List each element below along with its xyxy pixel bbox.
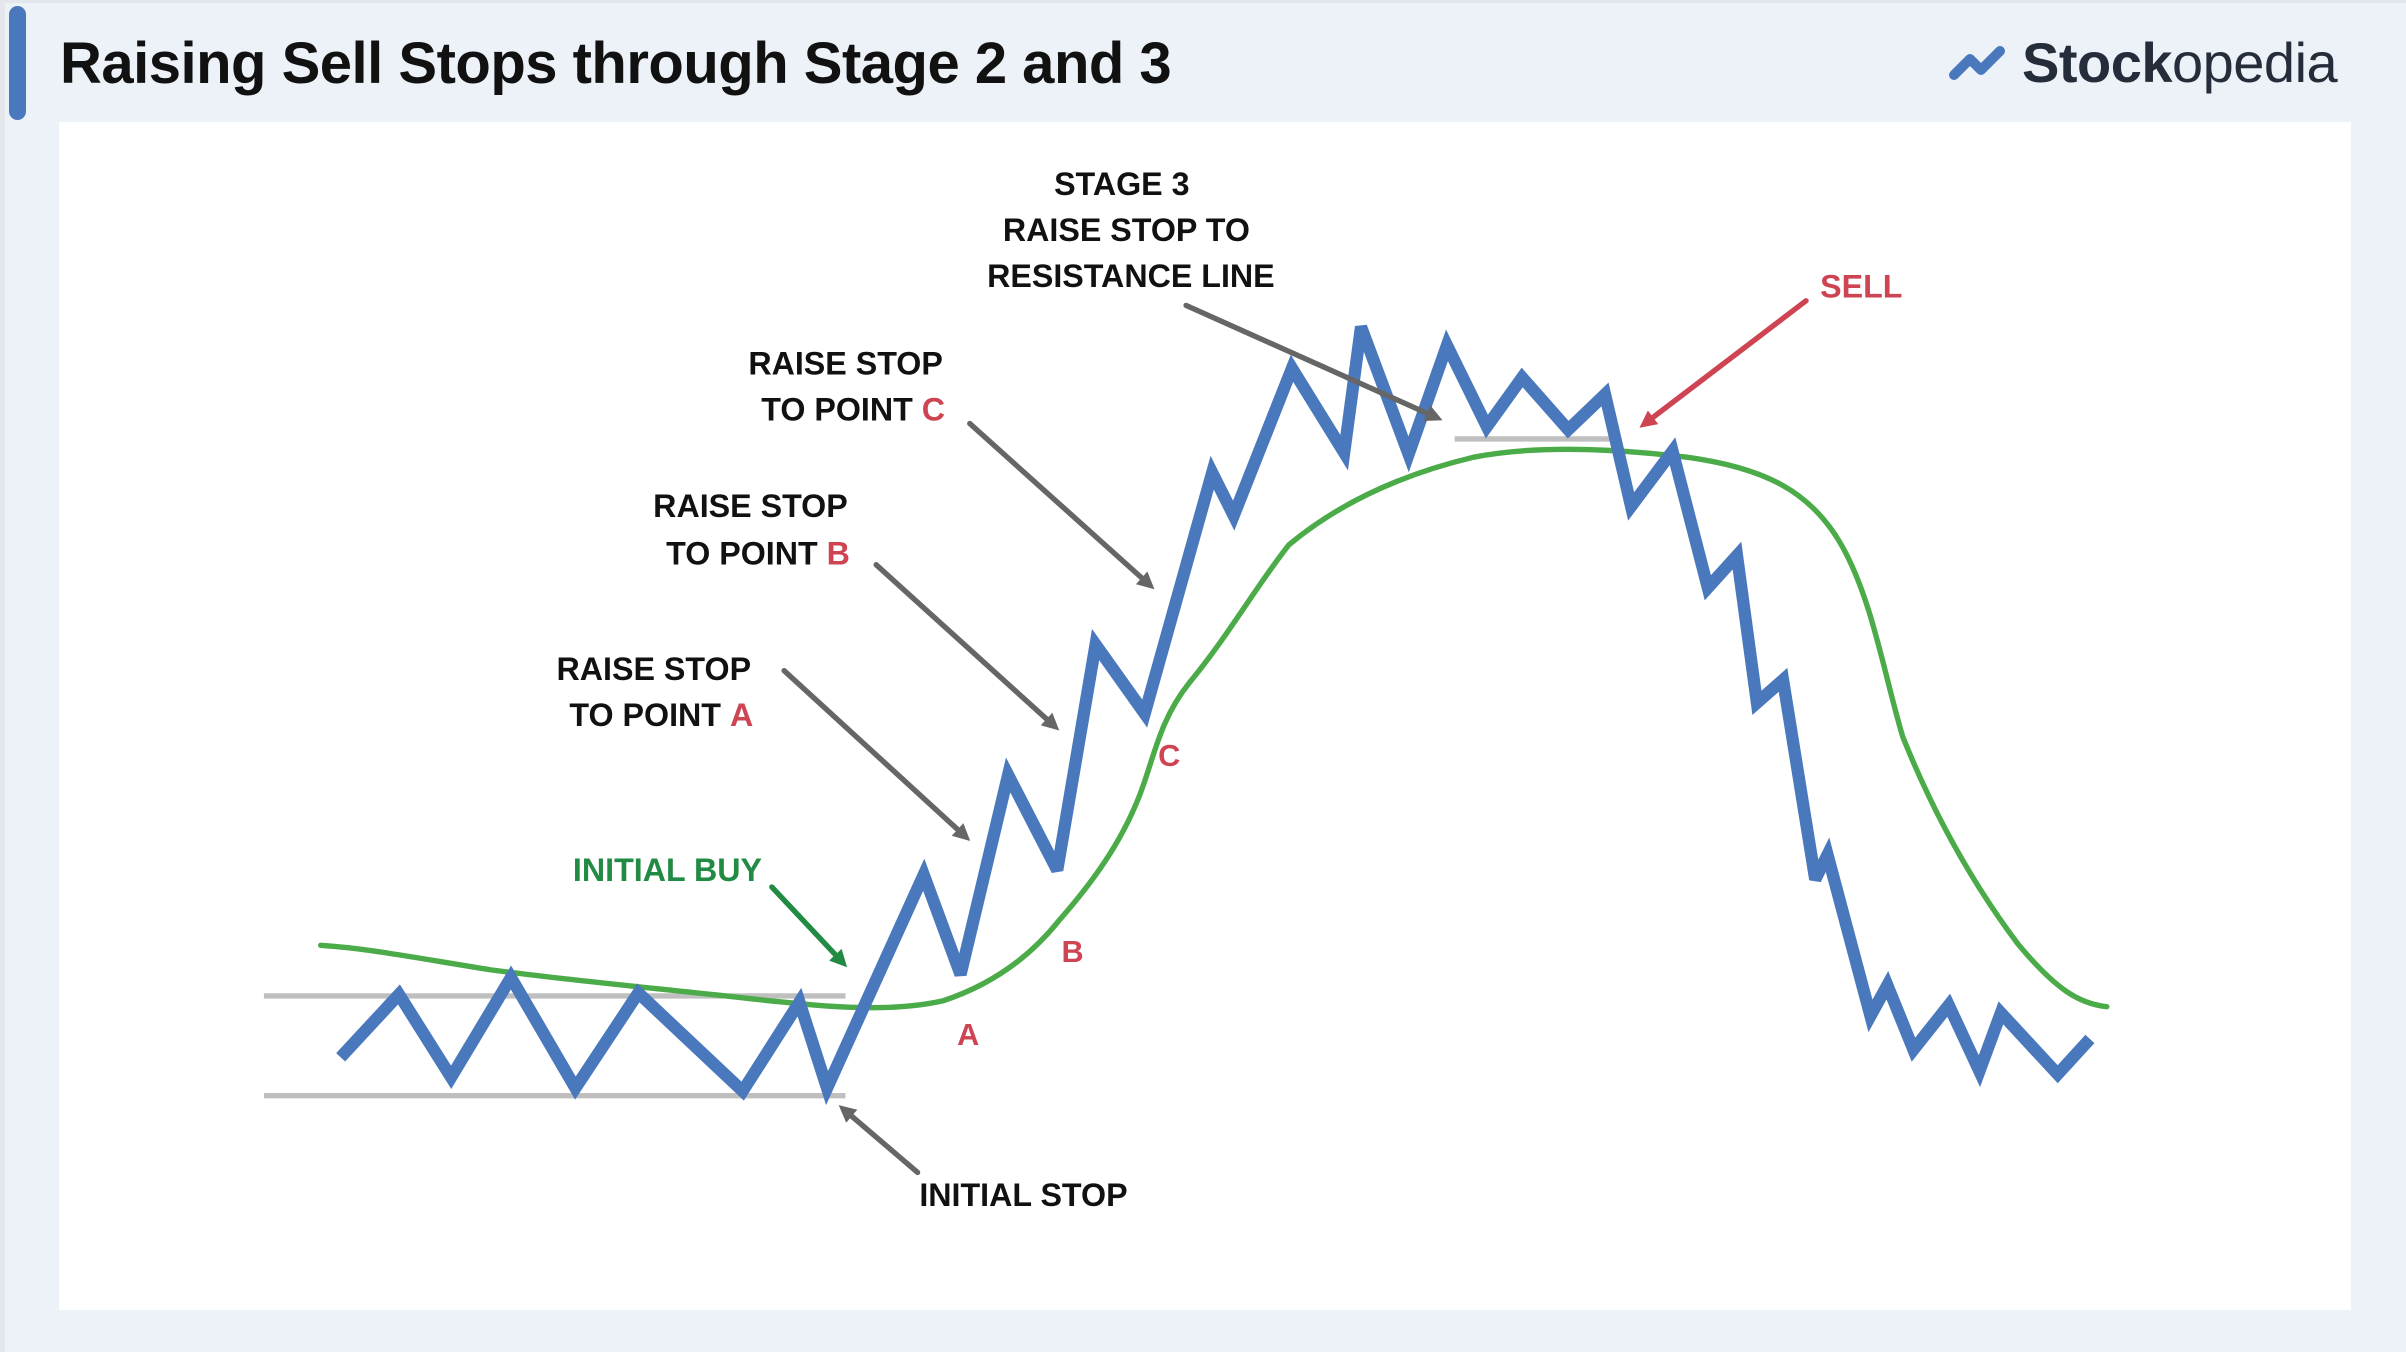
- raise-c-arrow-icon: [967, 420, 1155, 590]
- top-edge: [0, 0, 2406, 3]
- raise-b-arrow-icon: [873, 562, 1060, 731]
- stage3-label: STAGE 3 RAISE STOP TO RESISTANCE LINE: [987, 166, 1275, 294]
- point-b-label: B: [1061, 934, 1083, 969]
- raise-a-arrow-icon: [781, 667, 971, 842]
- stockopedia-logo: Stockopedia: [1948, 30, 2338, 94]
- point-c-label: C: [1158, 738, 1180, 773]
- initial-stop-label: INITIAL STOP: [919, 1177, 1127, 1213]
- stage3-arrow-icon: [1183, 302, 1443, 422]
- title-accent-bar: [9, 6, 26, 120]
- moving-average-line: [318, 446, 2110, 1011]
- trend-zigzag-icon: [1949, 46, 2005, 80]
- chart-panel: [59, 122, 2351, 1310]
- sell-label: SELL: [1820, 269, 1902, 305]
- raise-stop-c-label: RAISE STOP TO POINT C: [748, 345, 952, 427]
- price-line: [336, 324, 2095, 1106]
- raise-stop-b-label: RAISE STOP TO POINT B: [653, 488, 857, 572]
- left-edge: [0, 0, 5, 1352]
- sell-arrow-icon: [1639, 298, 1809, 428]
- initial-buy-arrow-icon: [769, 884, 848, 968]
- logo-wordmark: Stockopedia: [2022, 30, 2338, 94]
- point-a-label: A: [957, 1017, 979, 1052]
- raise-stop-a-label: RAISE STOP TO POINT A: [557, 651, 761, 733]
- page-title: Raising Sell Stops through Stage 2 and 3: [60, 31, 1172, 96]
- initial-buy-label: INITIAL BUY: [573, 852, 762, 888]
- initial-stop-arrow-icon: [838, 1105, 921, 1176]
